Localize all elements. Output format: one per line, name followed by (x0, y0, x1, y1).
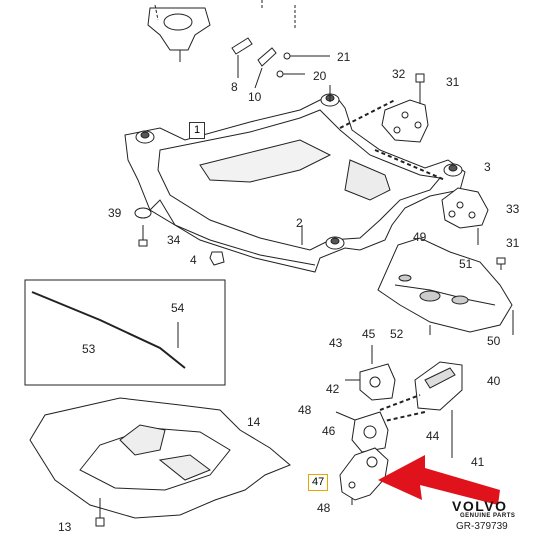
callout-44: 44 (426, 429, 440, 443)
callout-33: 33 (506, 202, 520, 216)
callout-34: 34 (167, 233, 181, 247)
callout-10: 10 (248, 90, 262, 104)
red-arrow (378, 455, 500, 505)
callout-48-bottom: 48 (317, 501, 331, 515)
callout-54: 54 (171, 301, 185, 315)
subframe (124, 85, 466, 273)
callout-49: 49 (413, 230, 427, 244)
bracket-33 (441, 187, 489, 245)
brackets-8-10 (231, 0, 330, 89)
callout-48-top: 48 (298, 403, 312, 417)
reference-number: GR-379739 (456, 521, 508, 532)
callout-51: 51 (459, 257, 473, 271)
nut-4 (209, 251, 225, 266)
skid-plate (29, 397, 291, 527)
callout-53: 53 (82, 342, 96, 356)
callout-3: 3 (484, 160, 491, 174)
top-mount (147, 4, 211, 62)
callout-41: 41 (471, 455, 485, 469)
callout-46: 46 (322, 424, 336, 438)
brand-subtitle: GENUINE PARTS (460, 513, 516, 519)
bracket-47 (339, 447, 389, 505)
callout-4: 4 (190, 253, 197, 267)
callout-32: 32 (392, 67, 406, 81)
brand-logo: VOLVO (452, 498, 508, 514)
callout-50: 50 (487, 334, 501, 348)
mount-46 (335, 411, 389, 453)
bracket-32 (381, 73, 429, 143)
callout-39: 39 (108, 206, 122, 220)
shield-49 (377, 237, 514, 335)
callout-45: 45 (362, 327, 376, 341)
bolt-34 (138, 225, 148, 247)
callout-43: 43 (329, 336, 343, 350)
callout-20: 20 (313, 69, 327, 83)
callout-47: 47 (308, 474, 329, 491)
callout-40: 40 (487, 374, 501, 388)
callout-1: 1 (189, 122, 206, 139)
callout-21: 21 (337, 50, 351, 64)
callout-31-top: 31 (446, 75, 460, 89)
callout-42: 42 (326, 382, 340, 396)
bushing-39 (134, 207, 152, 219)
strip-53 (31, 291, 186, 369)
engine-mount-42 (345, 345, 396, 401)
callout-13: 13 (58, 520, 72, 534)
callout-52: 52 (390, 327, 404, 341)
callout-31-bottom: 31 (506, 236, 520, 250)
callout-2: 2 (296, 216, 303, 230)
callout-8: 8 (231, 80, 238, 94)
callout-14: 14 (247, 415, 261, 429)
bracket-40 (414, 361, 463, 458)
